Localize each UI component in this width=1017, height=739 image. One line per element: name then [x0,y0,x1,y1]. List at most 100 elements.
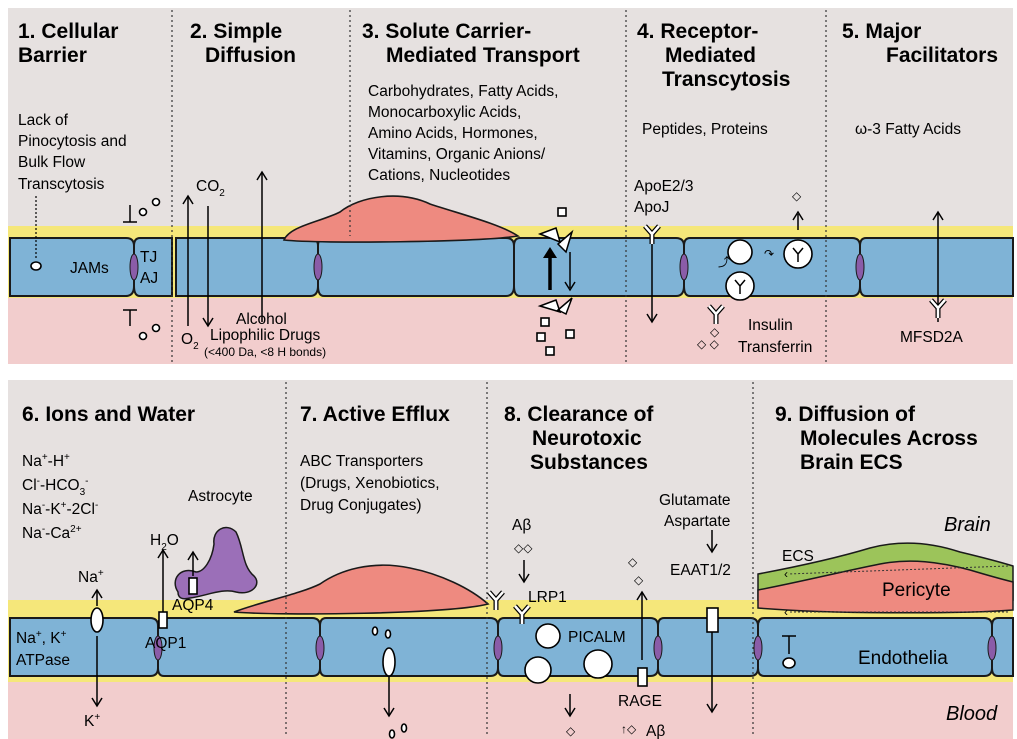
panel-title: Diffusion [205,44,296,67]
panel-description: Carbohydrates, Fatty Acids, [368,83,558,100]
top-endothelial-cell [134,238,172,296]
label-pericyte: Pericyte [882,580,951,601]
panel-description: (Drugs, Xenobiotics, [300,475,440,492]
aqp1-channel-icon [159,612,167,628]
aqp4-channel-icon [189,578,197,594]
abeta-icon: ◇ [566,724,576,738]
label-insulin: Insulin [748,317,793,334]
panel-title: 8. Clearance of [504,403,654,426]
label-atpase: ATPase [16,652,70,669]
tight-junction [754,636,762,660]
label-aqp1: AQP1 [145,635,186,652]
ligand-icon: ◇ [792,189,802,203]
label-alcohol: Alcohol [236,311,287,328]
label-tj: TJ [140,249,157,266]
tight-junction [856,254,864,280]
label-lipophilic-drugs: Lipophilic Drugs [210,327,321,344]
panel-description: Peptides, Proteins [642,121,768,138]
molecule-icon [140,333,147,340]
drug-molecule-icon [373,627,378,635]
solute-icon [541,318,549,326]
tight-junction [680,254,688,280]
panel-description: Pinocytosis and [18,133,127,150]
solute-icon [566,330,574,338]
label-aj: AJ [140,270,158,287]
label-eaat: EAAT1/2 [670,562,731,579]
panel-description: Cations, Nucleotides [368,167,510,184]
label-rage: RAGE [618,693,662,710]
bottom-blood-bg [8,682,1013,739]
solute-icon [546,347,554,355]
panel-description: Bulk Flow [18,154,86,171]
abeta-icon: ↑◇ [621,722,637,736]
panel-title: Transcytosis [662,68,790,91]
label-aspartate: Aspartate [664,513,730,530]
label-limits: (<400 Da, <8 H bonds) [204,345,326,359]
tight-junction [316,636,324,660]
bottom-endothelial-cell [498,618,658,676]
label-glutamate: Glutamate [659,492,731,509]
label-astrocyte: Astrocyte [188,488,253,505]
top-endothelial-cell [176,238,318,296]
panel-description: Vitamins, Organic Anions/ [368,146,546,163]
panel-title: Mediated Transport [386,44,580,67]
label-apoj: ApoJ [634,199,669,216]
label-apoe: ApoE2/3 [634,178,693,195]
top-endothelial-cell [514,238,684,296]
panel-title: Mediated [665,44,756,67]
tight-junction [314,254,322,280]
curve-arrow-icon: ⤴ [718,254,730,269]
tight-junction [654,636,662,660]
label-picalm: PICALM [568,629,626,646]
label-transferrin: Transferrin [738,339,812,356]
tight-junction [130,254,138,280]
vesicle-icon [584,650,612,678]
abc-transporter-icon [383,648,395,676]
rage-receptor-icon [638,668,647,686]
vesicle-icon [728,240,752,264]
molecule-icon [153,325,160,332]
bottom-endothelial-cell [320,618,498,676]
top-endothelial-cell [318,238,514,296]
panel-title: 7. Active Efflux [300,403,450,426]
label-mfsd2a: MFSD2A [900,329,964,346]
panel-title: Facilitators [886,44,998,67]
drug-molecule-icon [390,730,395,738]
label-abeta-blood: Aβ [646,723,665,739]
molecule-icon [783,658,795,668]
panel-title: 1. Cellular [18,20,118,43]
label-jams: JAMs [70,260,109,277]
panel-description: ABC Transporters [300,453,423,470]
panel-title: Neurotoxic [532,427,642,450]
panel-description: Drug Conjugates) [300,497,421,514]
label-blood: Blood [946,703,998,725]
abeta-icon: ◇◇ [514,541,533,555]
label-ecs: ECS [782,548,814,565]
panel-description: ω-3 Fatty Acids [855,121,961,138]
tight-junction [494,636,502,660]
panel-title: Molecules Across [800,427,978,450]
drug-molecule-icon [386,630,391,638]
panel-description: Monocarboxylic Acids, [368,104,521,121]
panel-title: 5. Major [842,20,921,43]
panel-description: Lack of [18,112,69,129]
panel-title: 4. Receptor- [637,20,758,43]
arrowhead-icon: ‹ [784,567,788,581]
label-abeta: Aβ [512,517,531,534]
vesicle-icon [536,624,560,648]
vesicle-icon [31,262,41,270]
solute-icon [558,208,566,216]
panel-description: Amino Acids, Hormones, [368,125,538,142]
panel-title: 9. Diffusion of [775,403,916,426]
eaat-transporter-icon [707,608,718,632]
curve-arrow-icon: ↷ [764,247,774,261]
ligand-icon: ◇ [710,325,720,339]
vesicle-icon [525,657,551,683]
drug-molecule-icon [402,724,407,732]
label-aqp4: AQP4 [172,597,214,614]
label-endothelia: Endothelia [858,648,948,669]
molecule-icon [153,199,160,206]
tight-junction [988,636,996,660]
molecule-icon [140,209,147,216]
